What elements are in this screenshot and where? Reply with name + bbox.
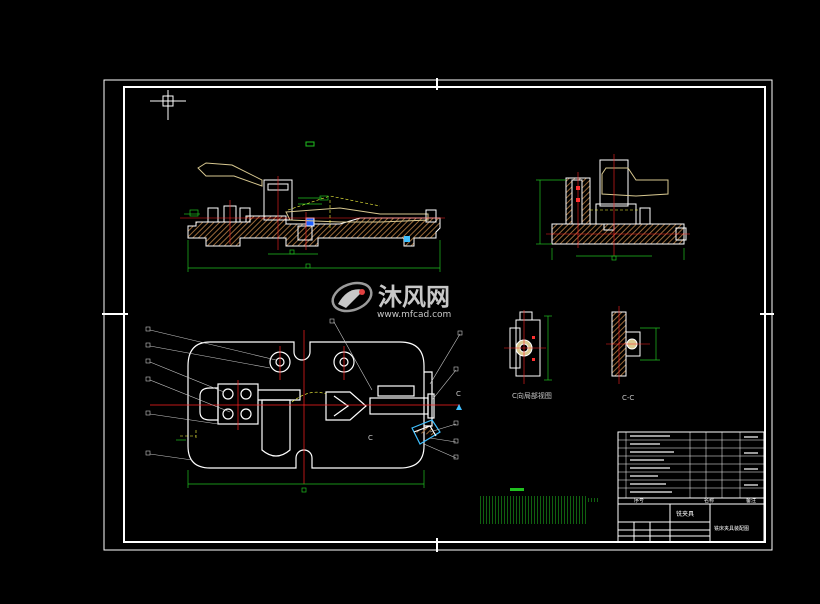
side-dimensions — [536, 179, 685, 261]
plan-v-block — [325, 391, 367, 421]
plan-base-plate — [187, 341, 425, 469]
plan-slot — [261, 399, 291, 457]
front-dimensions — [184, 195, 441, 272]
title-block-header-left: 序号 — [634, 497, 644, 504]
title-block-material: 铣夹具 — [676, 510, 694, 518]
section-cc-label: C-C — [622, 394, 634, 402]
watermark-brand-url: www.mfcad.com — [377, 310, 451, 320]
ucs-crosshair-icon — [150, 90, 186, 120]
front-clamp-arm — [197, 162, 263, 187]
section-view-label: C向局部视图 — [512, 391, 552, 400]
view-marker — [305, 141, 315, 147]
drawing-frame — [102, 78, 774, 552]
technical-notes — [480, 488, 600, 524]
plan-dimensions — [176, 439, 425, 493]
title-block: 序号 名称 备注 铣夹具 铣床夹具装配图 — [617, 431, 765, 543]
front-view — [180, 162, 445, 272]
balloon-leaders — [149, 321, 461, 461]
c-c-section-view: C-C — [606, 306, 660, 402]
side-view — [536, 154, 690, 261]
mfcad-watermark: 沐风网 www.mfcad.com — [331, 281, 451, 320]
c-direction-partial-view: C向局部视图 — [504, 310, 552, 400]
plan-view: C C — [145, 318, 463, 493]
mfcad-logo-icon — [331, 281, 373, 313]
parts-list-rows — [618, 432, 764, 498]
side-clamp-arm — [601, 167, 669, 197]
watermark-brand-cn: 沐风网 — [378, 283, 450, 311]
title-block-header-mid: 名称 — [704, 497, 714, 504]
title-block-header-right: 备注 — [746, 497, 756, 504]
plan-screw — [369, 397, 429, 415]
balloon-markers — [145, 318, 463, 460]
view-arrow-c2: C — [456, 390, 461, 398]
view-arrow-c: C — [368, 434, 373, 442]
title-block-drawing-title: 铣床夹具装配图 — [714, 525, 749, 532]
front-base-body — [187, 215, 441, 247]
